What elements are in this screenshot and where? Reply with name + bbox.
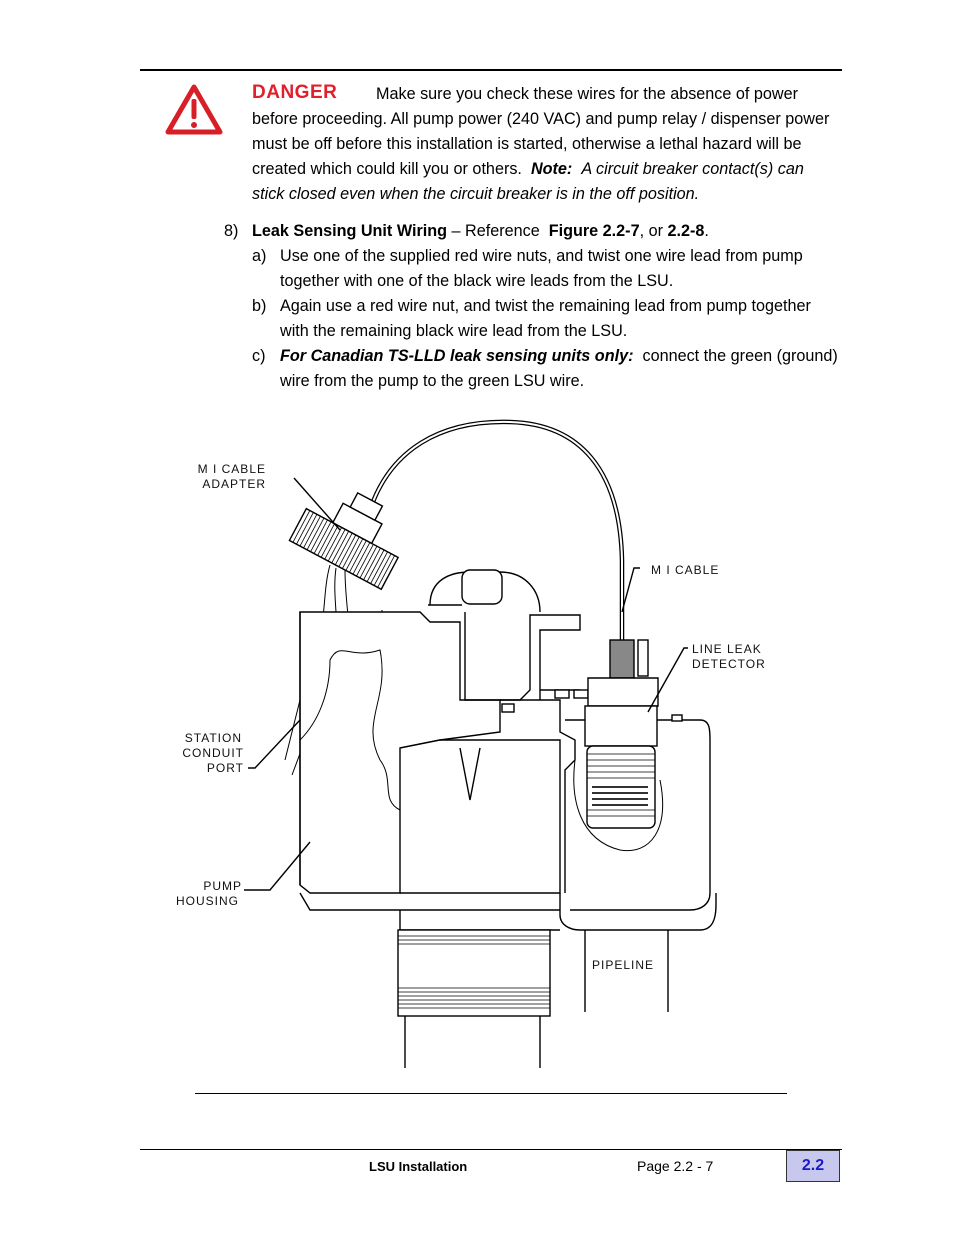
step8-or-text: , or [639, 222, 663, 240]
label-mi-cable-adapter-line2: ADAPTER [202, 477, 266, 491]
top-rule [140, 69, 842, 71]
label-pipeline: PIPELINE [592, 958, 655, 972]
label-line-leak-detector-line1: LINE LEAK [692, 642, 762, 656]
step8c-text: connect the green (ground) [642, 347, 838, 365]
step8-ref-text: – Reference [451, 222, 540, 240]
label-mi-cable-adapter: M I CABLE ADAPTER [196, 462, 266, 492]
label-station-conduit-port-line1: STATION [184, 731, 242, 745]
danger-line-4-text: created which could kill you or others. [252, 160, 522, 178]
label-mi-cable: M I CABLE [651, 563, 720, 577]
step8-title: Leak Sensing Unit Wiring [252, 222, 448, 240]
step8a-label: a) [252, 247, 267, 265]
footer-page-number: Page 2.2 - 7 [637, 1158, 714, 1174]
section-badge: 2.2 [786, 1150, 840, 1182]
label-station-conduit-port-line2: CONDUIT [182, 746, 244, 760]
label-pump-housing-line1: PUMP [203, 879, 242, 893]
step8-figure-2: 2.2-8 [667, 222, 705, 240]
step8c-bold-text: For Canadian TS-LLD leak sensing units o… [280, 347, 634, 365]
mi-cable-adapter [288, 491, 400, 591]
warning-triangle-icon [165, 84, 223, 135]
label-station-conduit-port-line3: PORT [206, 761, 244, 775]
danger-line-5: stick closed even when the circuit break… [252, 185, 700, 203]
label-pump-housing-line2: HOUSING [176, 894, 240, 908]
step8-figure-1: Figure 2.2-7 [548, 222, 640, 240]
label-mi-cable-adapter-line1: M I CABLE [197, 462, 266, 476]
step8-heading: Leak Sensing Unit Wiring – Reference Fig… [252, 219, 709, 244]
note-label: Note: [530, 160, 573, 178]
step8c-line-2: wire from the pump to the green LSU wire… [280, 372, 585, 390]
figure-bottom-rule [195, 1093, 787, 1094]
footer-rule [140, 1149, 842, 1150]
danger-line-4: created which could kill you or others. … [252, 157, 804, 182]
label-line-leak-detector: LINE LEAK DETECTOR [692, 642, 766, 672]
step8-number: 8) [224, 222, 239, 240]
danger-line-1: Make sure you check these wires for the … [376, 85, 798, 103]
danger-line-2: before proceeding. All pump power (240 V… [252, 110, 830, 128]
step8b-line-2: with the remaining black wire lead from … [280, 322, 628, 340]
label-station-conduit-port: STATION CONDUIT PORT [180, 731, 244, 776]
danger-label: DANGER [252, 82, 338, 103]
danger-line-3: must be off before this installation is … [252, 135, 802, 153]
pump-lsu-diagram [244, 419, 717, 1068]
note-text: A circuit breaker contact(s) can [581, 160, 804, 178]
step8b-line-1: Again use a red wire nut, and twist the … [280, 297, 811, 315]
step8c-line-1: For Canadian TS-LLD leak sensing units o… [280, 344, 838, 369]
step8c-label: c) [252, 347, 266, 365]
step8b-label: b) [252, 297, 267, 315]
step8a-line-1: Use one of the supplied red wire nuts, a… [280, 247, 803, 265]
footer-title: LSU Installation [369, 1159, 468, 1174]
label-line-leak-detector-line2: DETECTOR [692, 657, 766, 671]
step8a-line-2: together with one of the black wire lead… [280, 272, 674, 290]
step8-end: . [704, 222, 709, 240]
label-pump-housing: PUMP HOUSING [176, 879, 242, 909]
